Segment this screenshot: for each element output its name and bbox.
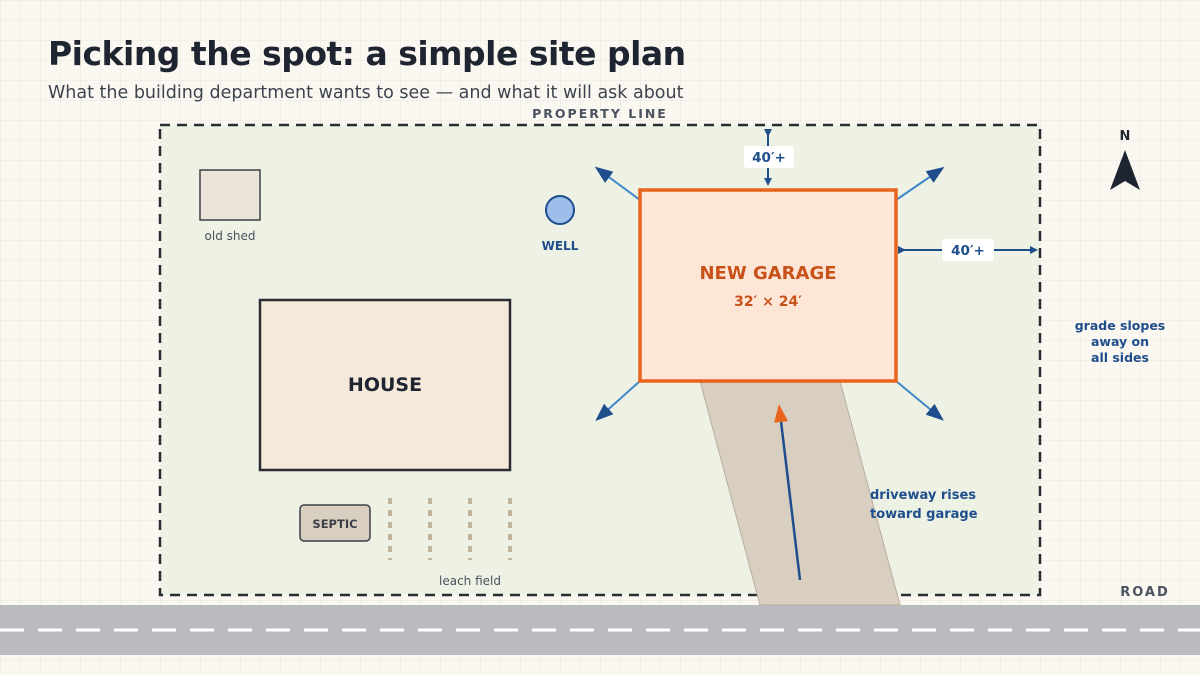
grade-arrow-top-left (594, 166, 641, 201)
grade-arrow-bottom-right (895, 380, 944, 421)
well-label: WELL (542, 239, 579, 253)
house (258, 298, 512, 472)
setback-right-label: 40′+ (951, 243, 985, 259)
grade-note-line-3: all sides (1091, 350, 1149, 365)
grade-arrow-bottom-left (595, 380, 641, 422)
grade-note-line-1: grade slopes (1075, 318, 1166, 333)
north-arrow-icon (1110, 150, 1140, 190)
septic-tank (299, 504, 371, 542)
grade-arrow-top-right (895, 166, 945, 201)
driveway-note-line-2: toward garage (870, 507, 978, 522)
garage-size: 32′ × 24′ (734, 294, 802, 310)
road (0, 605, 1200, 655)
page-title: Picking the spot: a simple site plan (48, 34, 686, 73)
house-label: HOUSE (348, 374, 422, 396)
leach-field-label: leach field (439, 574, 501, 588)
driveway-note-line-1: driveway rises (870, 488, 976, 503)
leach-field (388, 498, 512, 560)
page-subtitle: What the building department wants to se… (48, 83, 684, 103)
grade-note-line-2: away on (1091, 334, 1149, 349)
road-label: ROAD (1120, 585, 1170, 600)
setback-top-label: 40′+ (752, 150, 786, 166)
old-shed (199, 169, 261, 221)
setback-top-tag (744, 146, 794, 168)
new-garage (638, 188, 898, 383)
shed-label: old shed (205, 229, 256, 243)
garage-name: NEW GARAGE (699, 263, 836, 284)
septic-label: SEPTIC (312, 517, 357, 531)
north-label: N (1120, 129, 1131, 144)
driveway-rise-arrow (774, 404, 802, 581)
well-icon (545, 195, 575, 225)
property-line-label: PROPERTY LINE (532, 106, 668, 121)
setback-right-tag (942, 239, 994, 261)
